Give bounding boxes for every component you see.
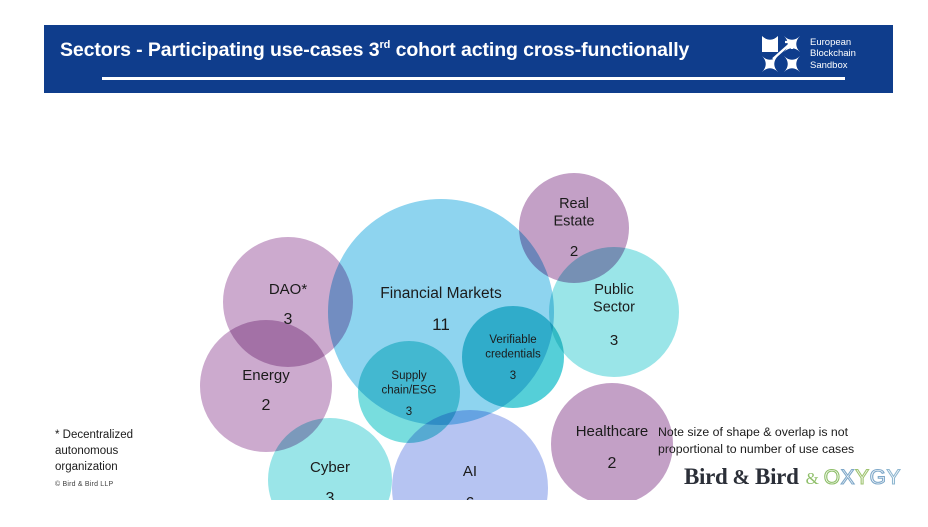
bubble-value-ai: 6 <box>466 495 475 500</box>
page-title: Sectors - Participating use-cases 3rd co… <box>60 39 689 62</box>
bubble-title-cyber: Cyber <box>310 459 350 476</box>
bubble-value-public-sector: 3 <box>610 332 618 349</box>
bubble-label-group-healthcare: Healthcare 2 <box>576 423 649 472</box>
ebs-logo-line-1: European <box>810 37 852 49</box>
ebs-logo-line-3: Sandbox <box>810 59 848 71</box>
proportion-note: Note size of shape & overlap is not prop… <box>658 424 908 457</box>
bubble-chart-svg: Financial Markets11DAO*3Energy2RealEstat… <box>198 171 681 527</box>
oxygy-letter-4: Y <box>886 465 902 489</box>
bubble-value-financial-markets: 11 <box>432 315 450 334</box>
bubble-title2-supply-chain-esg: chain/ESG <box>382 385 437 397</box>
dao-footnote-line-2: autonomous <box>55 445 119 457</box>
page-title-main: Sectors - Participating use-cases 3 <box>60 39 380 61</box>
bubble-labels-layer: Financial Markets11DAO*3Energy2RealEstat… <box>242 196 649 512</box>
proportion-note-line-1: Note size of shape & overlap is not <box>658 425 849 439</box>
bubble-title-real-estate: Real <box>559 196 589 212</box>
oxygy-letter-1: X <box>840 465 856 489</box>
dao-footnote: * Decentralized autonomous organization <box>55 427 235 475</box>
bubble-value-supply-chain-esg: 3 <box>406 406 412 418</box>
bubble-title-supply-chain-esg: Supply <box>391 370 426 382</box>
bubble-value-verifiable-credentials: 3 <box>510 370 516 382</box>
bubble-title-verifiable-credentials: Verifiable <box>489 334 536 346</box>
bubble-shapes-layer <box>198 171 681 527</box>
header-band: Sectors - Participating use-cases 3rd co… <box>44 25 893 93</box>
bubble-label-group-verifiable-credentials: Verifiable credentials 3 <box>485 334 541 382</box>
ebs-logo-marks-icon <box>762 36 800 72</box>
bubble-value-cyber: 3 <box>326 490 335 500</box>
page-title-ordinal: rd <box>379 39 391 51</box>
bubble-title2-real-estate: Estate <box>553 214 594 230</box>
bubble-title2-verifiable-credentials: credentials <box>485 349 541 361</box>
bubble-value-energy: 2 <box>262 397 271 414</box>
bubble-label-group-financial-markets: Financial Markets 11 <box>380 285 502 334</box>
bubble-public-sector[interactable] <box>547 245 681 379</box>
bubble-title-ai: AI <box>463 463 477 480</box>
bubble-label-group-dao: DAO* 3 <box>269 281 308 328</box>
bubble-healthcare[interactable] <box>549 381 675 507</box>
bubble-value-real-estate: 2 <box>570 243 578 260</box>
bird-and-bird-word-2: Bird <box>755 464 799 489</box>
bubble-title-dao: DAO* <box>269 281 308 298</box>
proportion-note-line-2: proportional to number of use cases <box>658 441 855 456</box>
bubble-value-dao: 3 <box>284 311 293 328</box>
bubble-title2-public-sector: Sector <box>593 300 635 316</box>
bubble-energy[interactable] <box>198 318 334 454</box>
ebs-logo-line-2: Blockchain <box>810 48 856 60</box>
oxygy-letter-0: O <box>823 465 841 489</box>
bird-and-bird-word-1: Bird <box>684 464 728 489</box>
copyright-notice: © Bird & Bird LLP <box>55 481 114 488</box>
dao-footnote-line-3: organization <box>55 461 118 473</box>
page-title-rest: cohort acting cross-functionally <box>390 39 690 61</box>
dao-footnote-line-1: * Decentralized <box>55 429 133 441</box>
bubble-value-healthcare: 2 <box>608 455 617 472</box>
bubble-title-healthcare: Healthcare <box>576 423 649 440</box>
bubble-title-public-sector: Public <box>594 282 634 298</box>
bubble-title-financial-markets: Financial Markets <box>380 285 502 302</box>
bubble-verifiable-credentials[interactable] <box>460 304 566 410</box>
header-underline <box>102 77 845 80</box>
ebs-logo-text: European Blockchain Sandbox <box>810 37 856 71</box>
bubble-label-group-cyber: Cyber 3 <box>310 459 350 507</box>
bubble-ai[interactable] <box>390 408 550 527</box>
bubble-title-energy: Energy <box>242 367 290 384</box>
lockup-join-ampersand: & <box>805 469 819 488</box>
bubble-label-group-supply-chain-esg: Supply chain/ESG 3 <box>382 370 437 418</box>
oxygy-letter-2: Y <box>855 465 870 489</box>
bird-and-bird-ampersand: & <box>732 465 751 489</box>
bubble-label-group-energy: Energy 2 <box>242 367 290 414</box>
european-blockchain-sandbox-logo: European Blockchain Sandbox <box>761 35 856 73</box>
oxygy-letter-3: G <box>869 465 887 489</box>
